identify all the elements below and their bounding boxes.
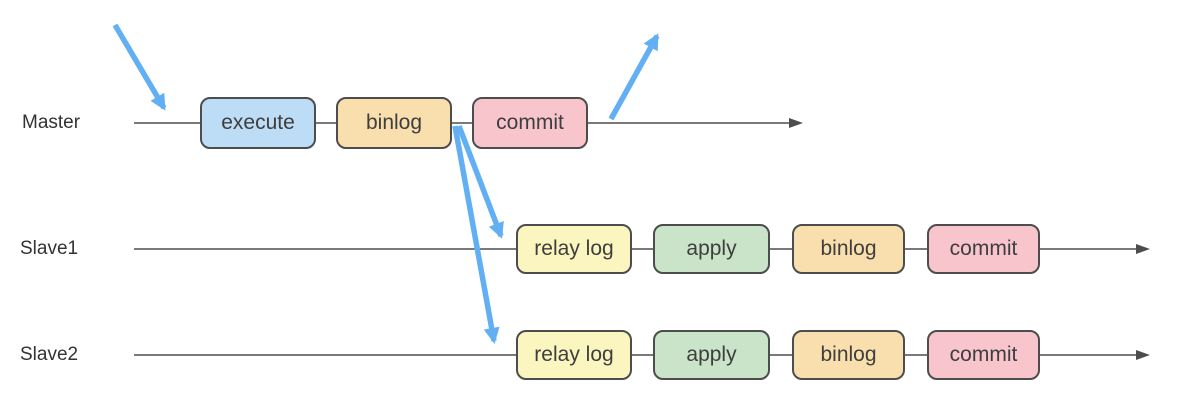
incoming-request-arrow <box>112 23 167 111</box>
slave1-binlog-box: binlog <box>792 224 905 274</box>
master-commit-box: commit <box>472 97 588 149</box>
slave1-apply-box: apply <box>653 224 770 274</box>
master-label: Master <box>22 112 81 133</box>
slave2-label: Slave2 <box>20 344 79 365</box>
slave2-commit-box: commit <box>927 330 1040 380</box>
slave2-binlog-box: binlog <box>792 330 905 380</box>
master-execute-box: execute <box>200 97 316 149</box>
slave1-relay-log-box: relay log <box>516 224 632 274</box>
outgoing-response-arrow <box>608 33 660 121</box>
binlog-to-slave1-arrow <box>456 125 504 239</box>
slave1-label: Slave1 <box>20 238 79 259</box>
master-binlog-box: binlog <box>336 97 452 149</box>
slave1-commit-box: commit <box>927 224 1040 274</box>
slave2-apply-box: apply <box>653 330 770 380</box>
slave2-relay-log-box: relay log <box>516 330 632 380</box>
binlog-to-slave2-arrow <box>452 125 500 344</box>
